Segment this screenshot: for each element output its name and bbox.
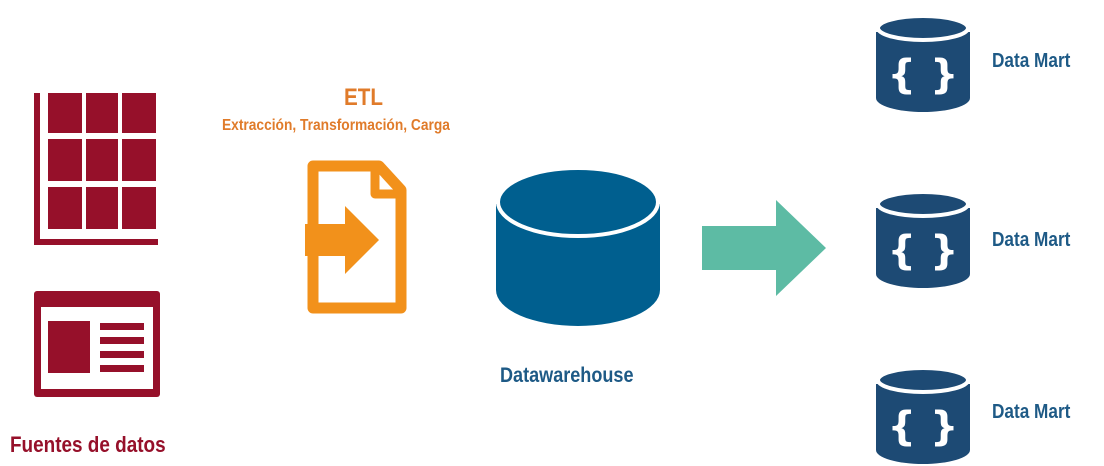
sources-label: Fuentes de datos xyxy=(10,432,166,457)
svg-text:{ }: { } xyxy=(888,228,959,274)
svg-text:{ }: { } xyxy=(888,52,959,98)
datawarehouse-label: Datawarehouse xyxy=(500,364,634,387)
data-mart-label-3: Data Mart xyxy=(992,401,1071,423)
grid-table-icon xyxy=(34,93,158,245)
data-mart-label-2: Data Mart xyxy=(992,229,1071,251)
database-cylinder-icon xyxy=(496,166,660,326)
etl-subtitle: Extracción, Transformación, Carga xyxy=(222,117,450,134)
file-transfer-icon xyxy=(305,160,407,314)
json-database-icon: { } xyxy=(876,14,970,112)
etl-title: ETL xyxy=(344,84,383,111)
right-arrow-icon xyxy=(702,200,826,296)
json-database-icon: { } xyxy=(876,190,970,288)
svg-text:{ }: { } xyxy=(888,404,959,450)
data-mart-label-1: Data Mart xyxy=(992,50,1071,72)
document-layout-icon xyxy=(34,291,160,397)
json-database-icon: { } xyxy=(876,366,970,464)
